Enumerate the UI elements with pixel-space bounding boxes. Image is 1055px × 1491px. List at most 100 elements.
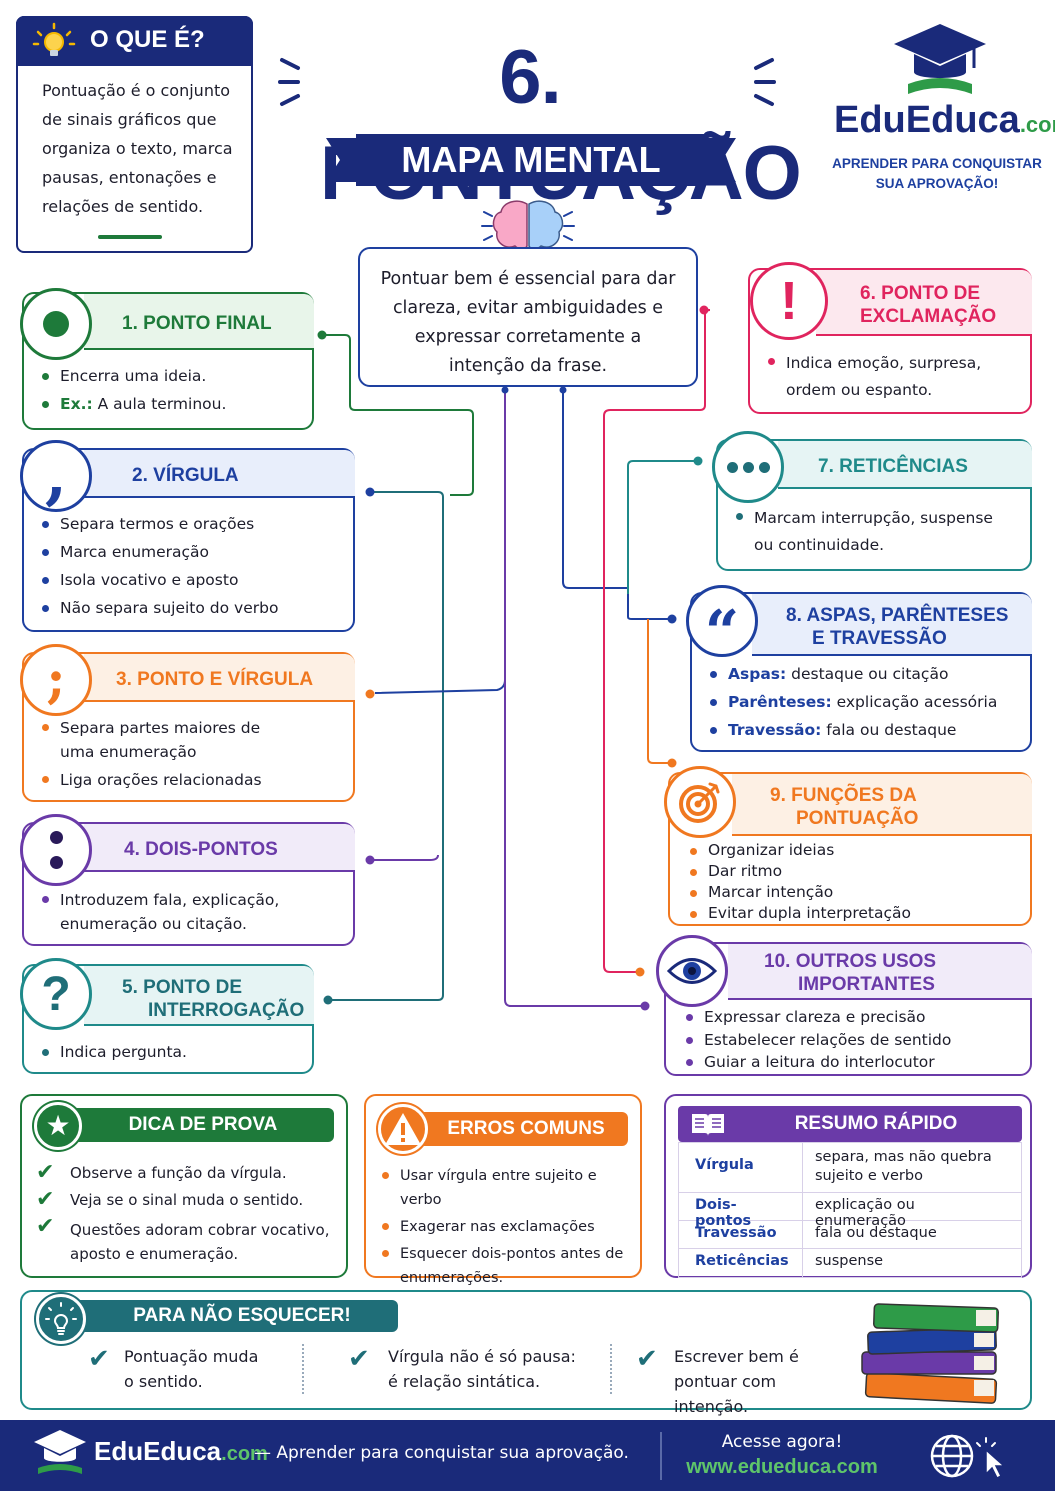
topic-header (84, 824, 355, 872)
tip-title: DICA DE PROVA (128, 1114, 278, 1135)
summary-row: Dois-pontos explicação ou enumeração (679, 1193, 1021, 1229)
check-icon: ✔ (36, 1160, 55, 1185)
page-title: 6. PONTUAÇÃO (320, 35, 802, 216)
bullet-item: Organizar ideias (686, 840, 911, 861)
warning-icon (378, 1104, 428, 1154)
errors-card: ERROS COMUNS Usar vírgula entre sujeito … (364, 1094, 642, 1286)
topic-bullets: Separa termos e orações Marca enumeração… (38, 510, 278, 622)
error-item: Usar vírgula entre sujeito e verbo (378, 1164, 634, 1212)
error-item: Exagerar nas exclamações (378, 1215, 634, 1239)
summary-row: Travessão fala ou destaque (679, 1221, 1021, 1249)
tip-item: Questões adoram cobrar vocativo, aposto … (70, 1221, 330, 1263)
topic-header (732, 774, 1032, 836)
summary-term: Dois-pontos (679, 1193, 803, 1229)
center-concept-text: Pontuar bem é essencial para dar clareza… (380, 269, 676, 376)
summary-row: Reticências suspense (679, 1249, 1021, 1277)
check-icon: ✔ (36, 1214, 55, 1239)
topic-header (84, 966, 314, 1026)
bullet-item: Expressar clareza e precisão (682, 1006, 951, 1029)
tip-header (72, 1108, 334, 1142)
topic-header (84, 294, 314, 350)
summary-row: Vírgula separa, mas não quebra sujeito e… (679, 1143, 1021, 1193)
bullet-item: Liga orações relacionadas (38, 768, 298, 792)
remember-item: Vírgula não é só pausa: é relação sintát… (388, 1347, 576, 1391)
footer-tagline: — Aprender para conquistar sua aprovação… (254, 1443, 629, 1463)
topic-header (752, 594, 1032, 656)
title-accent-left (278, 58, 300, 106)
tip-item: Veja se o sinal muda o sentido. (70, 1191, 304, 1209)
what-is-divider (98, 235, 162, 239)
bullet-item: Introduzem fala, explicação, enumeração … (38, 888, 298, 936)
what-is-text: Pontuação é o conjunto de sinais gráfico… (42, 81, 233, 216)
summary-term: Reticências (679, 1249, 803, 1277)
check-icon: ✔ (88, 1344, 110, 1374)
check-icon: ✔ (36, 1187, 55, 1212)
footer-url[interactable]: www.edueduca.com (686, 1456, 878, 1478)
topic-bullets: Expressar clareza e precisão Estabelecer… (682, 1006, 951, 1074)
bullet-item: Indica pergunta. (38, 1038, 187, 1066)
summary-table: Vírgula separa, mas não quebra sujeito e… (678, 1142, 1022, 1278)
bullet-item: Encerra uma ideia. (38, 362, 226, 390)
quote-icon: “ (686, 585, 758, 663)
bullet-item: Guiar a leitura do interlocutor (682, 1051, 951, 1074)
topic-title: 4. DOIS-PONTOS (124, 839, 278, 860)
topic-header (84, 450, 355, 498)
remember-card: PARA NÃO ESQUECER! ✔ Pontuação muda o se… (20, 1290, 1032, 1416)
brand-suffix: .com (1019, 112, 1055, 137)
summary-term: Vírgula (679, 1143, 803, 1192)
comma-icon: , (20, 440, 92, 512)
graduation-cap-icon (34, 1430, 86, 1474)
bullet-item: Separa termos e orações (38, 510, 278, 538)
summary-title: RESUMO RÁPIDO (794, 1113, 958, 1134)
topic-bullets: Aspas: destaque ou citação Parênteses: e… (706, 660, 997, 744)
books-icon (861, 1303, 999, 1404)
bullet-item: Separa partes maiores de uma enumeração (38, 716, 298, 764)
topic-bullets: Indica pergunta. (38, 1038, 187, 1066)
brand-tagline: APRENDER PARA CONQUISTAR SUA APROVAÇÃO! (832, 156, 1042, 191)
remember-item: Pontuação muda o sentido. (124, 1347, 259, 1391)
topic-header (84, 654, 355, 702)
errors-title: ERROS COMUNS (447, 1118, 605, 1139)
topic-bullets: Marcam interrupção, suspense ou continui… (732, 505, 1002, 559)
bullet-item: Estabelecer relações de sentido (682, 1029, 951, 1052)
remember-title: PARA NÃO ESQUECER! (133, 1305, 351, 1326)
footer-brand: EduEduca.com (94, 1436, 268, 1466)
bullet-item: Isola vocativo e aposto (38, 566, 278, 594)
colon-icon (20, 814, 92, 886)
summary-desc: explicação ou enumeração (815, 1197, 915, 1229)
errors-header (416, 1112, 628, 1146)
brain-icon (481, 200, 575, 250)
summary-term: Travessão (679, 1221, 803, 1248)
bullet-item: Marca enumeração (38, 538, 278, 566)
dot-icon (20, 288, 92, 360)
bullet-item: Parênteses: explicação acessória (706, 688, 997, 716)
star-icon: ★ (34, 1102, 82, 1150)
topic-title: 2. VÍRGULA (132, 465, 239, 486)
what-is-card: O QUE É? Pontuação é o conjunto de sinai… (16, 16, 253, 253)
target-icon (664, 766, 736, 838)
semicolon-icon: ; (20, 644, 92, 716)
check-icon: ✔ (348, 1344, 370, 1374)
errors-list: Usar vírgula entre sujeito e verbo Exage… (378, 1164, 634, 1290)
topic-bullets: Introduzem fala, explicação, enumeração … (38, 888, 298, 936)
bullet-item: Marcar intenção (686, 882, 911, 903)
title-accent-right (754, 58, 776, 106)
exclamation-icon: ! (750, 262, 828, 340)
bullet-item: Aspas: destaque ou citação (706, 660, 997, 688)
topic-bullets: Encerra uma ideia. Ex.: A aula terminou. (38, 362, 226, 418)
globe-click-icon[interactable] (924, 1428, 1020, 1484)
bullet-item: Indica emoção, surpresa, ordem ou espant… (764, 350, 1014, 404)
tip-card: DICA DE PROVA ★ ✔ Observe a função da ví… (20, 1094, 348, 1278)
summary-desc: suspense (815, 1253, 884, 1269)
error-item: Esquecer dois-pontos antes de enumeraçõe… (378, 1242, 634, 1290)
topic-header (778, 441, 1032, 489)
topic-title: 3. PONTO E VÍRGULA (116, 669, 314, 690)
